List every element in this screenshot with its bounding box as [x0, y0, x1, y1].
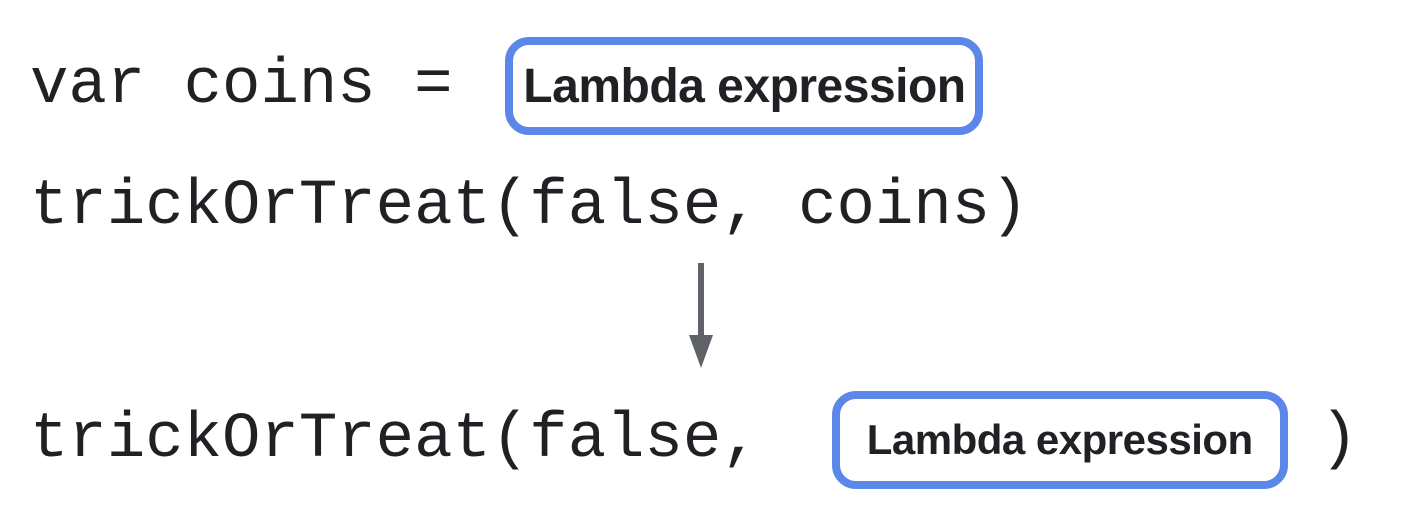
down-arrow-icon [689, 263, 713, 368]
lambda-expression-box-2: Lambda expression [831, 391, 1288, 489]
lambda-expression-label-1: Lambda expression [523, 59, 966, 113]
code-call-close: ) [1319, 404, 1359, 476]
lambda-expression-label-2: Lambda expression [866, 416, 1253, 463]
assignment-line: var coins = Lambda expression [30, 31, 984, 141]
substituted-call-line: trickOrTreat(false, Lambda expression ) [30, 386, 1358, 494]
code-var-coins: var coins = [30, 50, 453, 122]
lambda-expression-box-1: Lambda expression [505, 37, 984, 135]
code-trickortreat-call: trickOrTreat(false, coins) [30, 171, 1029, 243]
code-call-open: trickOrTreat(false, [30, 404, 760, 476]
function-call-line: trickOrTreat(false, coins) [30, 175, 1029, 239]
